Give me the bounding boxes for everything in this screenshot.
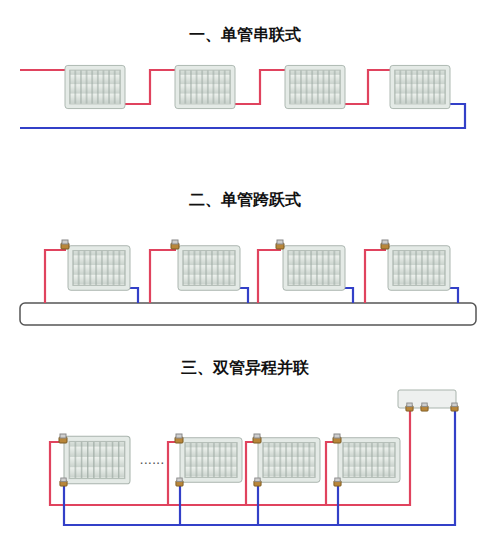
section-title: 三、双管异程并联 [181, 358, 309, 379]
ellipsis-mark: ...... [138, 452, 167, 467]
section-title: 一、单管串联式 [189, 25, 301, 46]
section-title: 二、单管跨跃式 [189, 190, 301, 211]
